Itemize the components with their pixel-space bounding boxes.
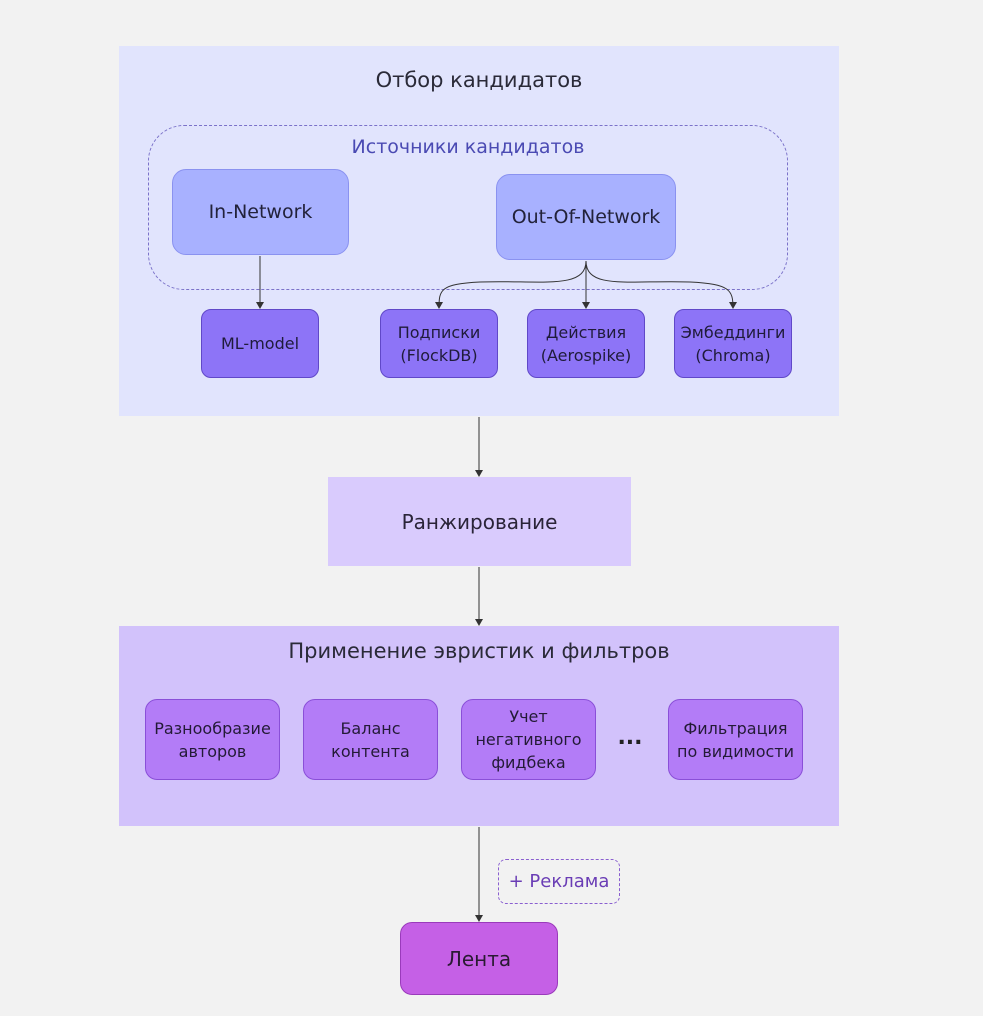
negative-feedback-line1: Учет (509, 707, 548, 726)
embeddings-db-label: (Chroma) (695, 345, 771, 365)
actions-aerospike-node[interactable]: Действия (Aerospike) (527, 309, 645, 378)
author-diversity-line2: авторов (178, 741, 247, 761)
feed-node[interactable]: Лента (400, 922, 558, 995)
subscriptions-flockdb-node[interactable]: Подписки (FlockDB) (380, 309, 498, 378)
in-network-node[interactable]: In-Network (172, 169, 349, 255)
ml-model-node[interactable]: ML-model (201, 309, 319, 378)
visibility-filter-node[interactable]: Фильтрация по видимости (668, 699, 803, 780)
visibility-filter-line1: Фильтрация (683, 718, 788, 738)
actions-db-label: (Aerospike) (540, 345, 632, 365)
out-of-network-node[interactable]: Out-Of-Network (496, 174, 676, 260)
negative-feedback-node[interactable]: Учет негативного фидбека (461, 699, 596, 780)
content-balance-node[interactable]: Баланс контента (303, 699, 438, 780)
embeddings-label: Эмбеддинги (680, 322, 786, 342)
subscriptions-label: Подписки (397, 322, 481, 342)
embeddings-chroma-node[interactable]: Эмбеддинги (Chroma) (674, 309, 792, 378)
ranking-node[interactable]: Ранжирование (328, 477, 631, 566)
negative-feedback-line2: негативного (475, 730, 582, 749)
ads-label: + Реклама (498, 859, 620, 904)
visibility-filter-line2: по видимости (677, 741, 794, 761)
candidate-sources-title: Источники кандидатов (351, 136, 585, 158)
content-balance-line1: Баланс (340, 718, 401, 738)
candidate-selection-title: Отбор кандидатов (375, 68, 583, 92)
subscriptions-db-label: (FlockDB) (400, 345, 478, 365)
content-balance-line2: контента (331, 741, 410, 761)
more-filters-ellipsis: ... (617, 724, 643, 750)
actions-label: Действия (545, 322, 627, 342)
heuristics-filters-title: Применение эвристик и фильтров (288, 639, 670, 663)
author-diversity-line1: Разнообразие (154, 718, 271, 738)
author-diversity-node[interactable]: Разнообразие авторов (145, 699, 280, 780)
negative-feedback-line3: фидбека (491, 753, 566, 772)
